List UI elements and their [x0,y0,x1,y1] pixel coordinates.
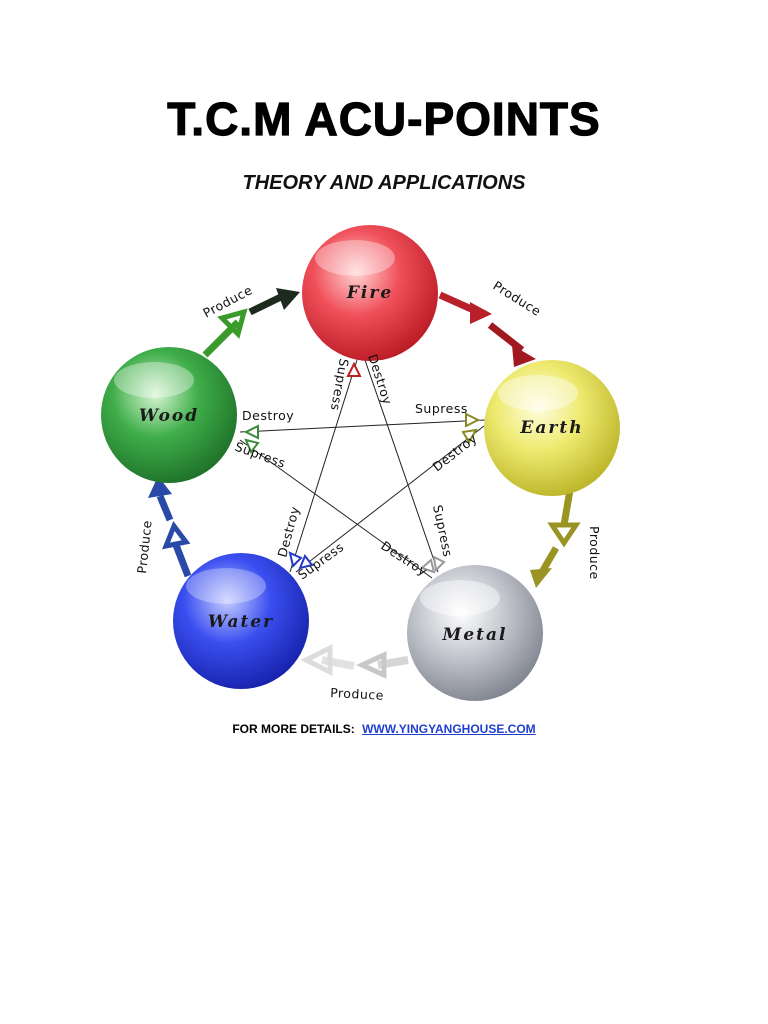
website-link[interactable]: WWW.YINGYANGHOUSE.COM [362,722,536,736]
label-destroy-water: Destroy [274,504,302,558]
label-destroy-earth: Destroy [430,430,480,474]
arrowhead-wood-supress [244,438,260,454]
element-label-metal: Metal [442,625,508,645]
arrowhead-earth-destroy [461,428,478,444]
footer: FOR MORE DETAILS: WWW.YINGYANGHOUSE.COM [0,722,768,736]
arrowhead-water-supress [298,554,314,570]
element-fire: Fire [302,225,438,361]
label-destroy-wood: Destroy [242,408,294,423]
element-earth: Earth [484,360,620,496]
line-wood-earth [239,419,486,433]
element-label-water: Water [208,612,274,632]
arrowhead-fire-supress [346,361,362,377]
label-produce-water-wood: Produce [134,519,155,574]
produce-arrows [148,288,581,679]
cycle-labels: Destroy Supress Supress Destroy Supress … [233,352,480,582]
arrowhead-wood-destroy [243,424,259,440]
element-wood: Wood [101,347,237,483]
page-title: T.C.M ACU-POINTS [167,92,601,145]
label-produce-earth-metal: Produce [587,526,602,580]
element-water: Water [173,553,309,689]
arrowhead-metal-destroy [420,558,436,574]
label-supress-wood: Supress [233,439,288,471]
label-supress-metal: Supress [430,504,456,559]
label-supress-fire: Supress [328,357,352,412]
cycle-lines [239,359,486,579]
five-elements-diagram: Fire Earth Metal Water Wood Produce Prod… [101,225,620,703]
arrowhead-earth-supress [465,412,481,428]
line-fire-water [289,359,358,573]
cycle-arrowheads [243,361,481,574]
line-wood-metal [239,439,433,579]
footer-label: FOR MORE DETAILS: [232,722,355,736]
line-water-earth [295,425,485,573]
page-subtitle: THEORY AND APPLICATIONS [242,172,526,194]
arrowhead-water-destroy [288,551,303,568]
label-produce-metal-water: Produce [330,685,384,703]
element-label-wood: Wood [139,406,199,426]
label-produce-fire-earth: Produce [490,278,544,319]
label-destroy-metal: Destroy [378,538,430,579]
element-metal: Metal [407,565,543,701]
element-label-fire: Fire [346,283,393,303]
element-label-earth: Earth [519,418,583,438]
label-supress-earth: Supress [415,401,468,416]
line-fire-metal [364,359,439,573]
label-destroy-fire: Destroy [365,352,395,406]
arrowhead-metal-supress [432,555,446,573]
